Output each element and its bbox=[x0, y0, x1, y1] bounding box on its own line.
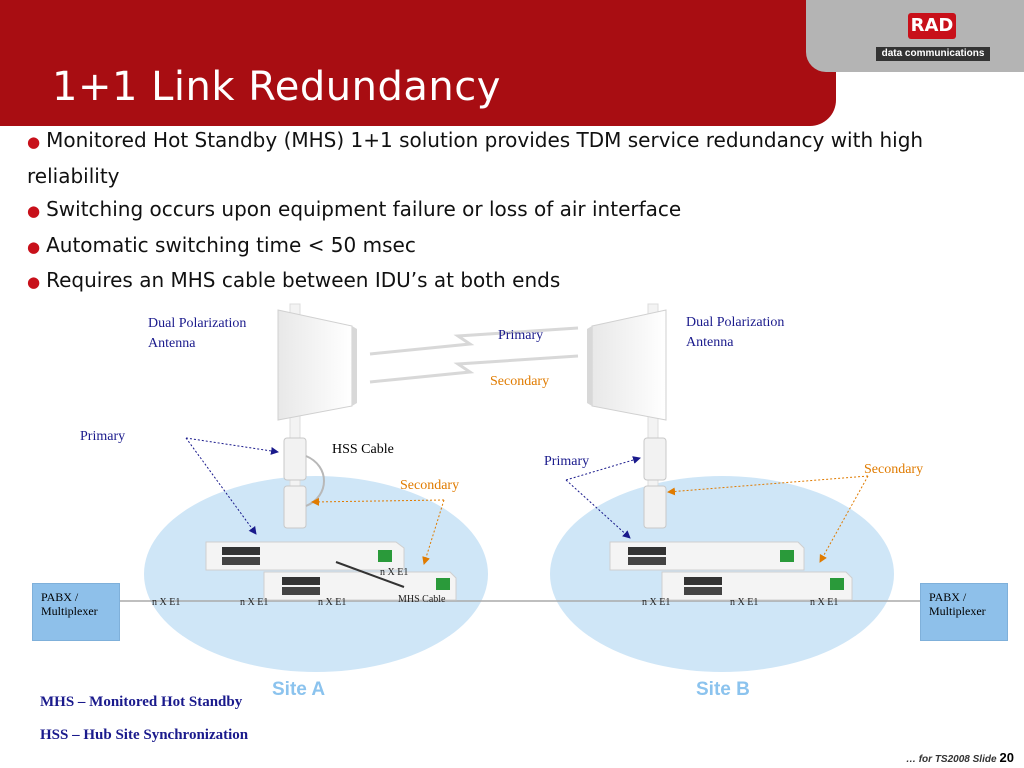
nxe1-label: n X E1 bbox=[318, 597, 346, 608]
nxe1-label: n X E1 bbox=[240, 597, 268, 608]
nxe1-label: n X E1 bbox=[642, 597, 670, 608]
site-b-secondary-label: Secondary bbox=[864, 462, 923, 477]
pabx-left: PABX / Multiplexer bbox=[32, 583, 120, 641]
bullet-dot-icon: ● bbox=[27, 273, 41, 291]
hss-definition: HSS – Hub Site Synchronization bbox=[40, 727, 249, 743]
antenna-left-label-1: Dual Polarization bbox=[148, 316, 246, 331]
network-diagram: Dual Polarization Antenna Dual Polarizat… bbox=[80, 303, 923, 672]
odu-primary-a bbox=[283, 437, 307, 481]
logo-tagline: data communications bbox=[876, 47, 990, 61]
bullet-dot-icon: ● bbox=[27, 237, 41, 256]
bullet-item: ●Automatic switching time < 50 msec bbox=[27, 232, 416, 257]
bullet-dot-icon: ● bbox=[27, 133, 41, 151]
bullet-list: ●Monitored Hot Standby (MHS) 1+1 solutio… bbox=[27, 124, 987, 300]
odu-secondary-a bbox=[283, 485, 307, 529]
antenna-right-label-2: Antenna bbox=[686, 335, 734, 350]
link-secondary-wave bbox=[369, 354, 579, 384]
slide-title: 1+1 Link Redundancy bbox=[52, 64, 501, 110]
site-b-label: Site B bbox=[696, 679, 750, 700]
arrow-primary-b-odu bbox=[565, 456, 641, 481]
hss-cable-label: HSS Cable bbox=[332, 442, 394, 457]
idu-b-top bbox=[609, 541, 805, 571]
bullet-item: ●Requires an MHS cable between IDU’s at … bbox=[27, 268, 561, 292]
idu-b-bottom bbox=[661, 571, 853, 601]
pabx-right: PABX / Multiplexer bbox=[920, 583, 1008, 641]
site-b-primary-label: Primary bbox=[544, 454, 589, 469]
odu-secondary-b bbox=[643, 485, 667, 529]
arrow-secondary-a-idu bbox=[422, 499, 445, 565]
nxe1-label: n X E1 bbox=[152, 597, 180, 608]
arrow-secondary-b-odu bbox=[667, 475, 869, 496]
antenna-right-label-1: Dual Polarization bbox=[686, 315, 784, 330]
site-a-label: Site A bbox=[272, 679, 326, 700]
site-a-secondary-label: Secondary bbox=[400, 478, 459, 493]
antenna-left-label-2: Antenna bbox=[148, 336, 196, 351]
rad-logo: RAD bbox=[908, 13, 956, 39]
slide-number: 20 bbox=[999, 750, 1014, 765]
antenna-right-icon bbox=[587, 309, 667, 421]
title-bar bbox=[0, 0, 836, 126]
odu-primary-b bbox=[643, 437, 667, 481]
nxe1-label: n X E1 bbox=[810, 597, 838, 608]
nxe1-label: n X E1 bbox=[380, 567, 408, 578]
idu-a-top bbox=[205, 541, 405, 571]
arrow-primary-a-odu bbox=[185, 437, 279, 455]
bullet-item: ●Switching occurs upon equipment failure… bbox=[27, 197, 682, 221]
bullet-item: ●Monitored Hot Standby (MHS) 1+1 solutio… bbox=[27, 128, 924, 188]
site-a-primary-label: Primary bbox=[80, 429, 125, 444]
link-secondary-label: Secondary bbox=[490, 374, 549, 389]
mhs-definition: MHS – Monitored Hot Standby bbox=[40, 694, 243, 710]
bullet-dot-icon: ● bbox=[27, 202, 41, 220]
arrow-secondary-b-idu bbox=[819, 475, 869, 563]
antenna-left-icon bbox=[277, 309, 357, 421]
mhs-cable bbox=[335, 561, 405, 588]
link-primary-wave bbox=[369, 326, 579, 356]
idu-a-bottom bbox=[263, 571, 457, 601]
link-primary-label: Primary bbox=[498, 328, 543, 343]
mhs-cable-label: MHS Cable bbox=[398, 594, 446, 605]
nxe1-label: n X E1 bbox=[730, 597, 758, 608]
